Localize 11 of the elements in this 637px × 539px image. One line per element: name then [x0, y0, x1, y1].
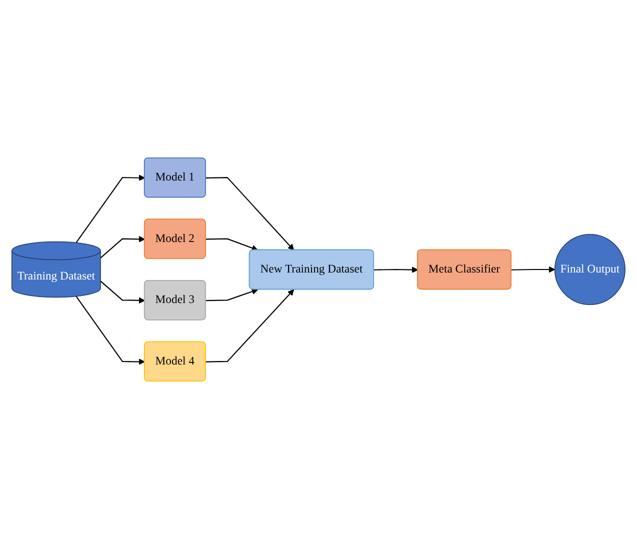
arrow	[206, 288, 258, 302]
arrow	[206, 238, 258, 252]
arrow	[100, 236, 145, 258]
arrow	[206, 289, 294, 362]
arrow	[100, 280, 145, 304]
arrow	[76, 296, 145, 365]
arrow	[374, 266, 418, 273]
arrow	[206, 177, 294, 250]
arrow	[511, 266, 556, 273]
arrow	[76, 174, 145, 244]
node-circle: Final Output	[554, 234, 626, 306]
